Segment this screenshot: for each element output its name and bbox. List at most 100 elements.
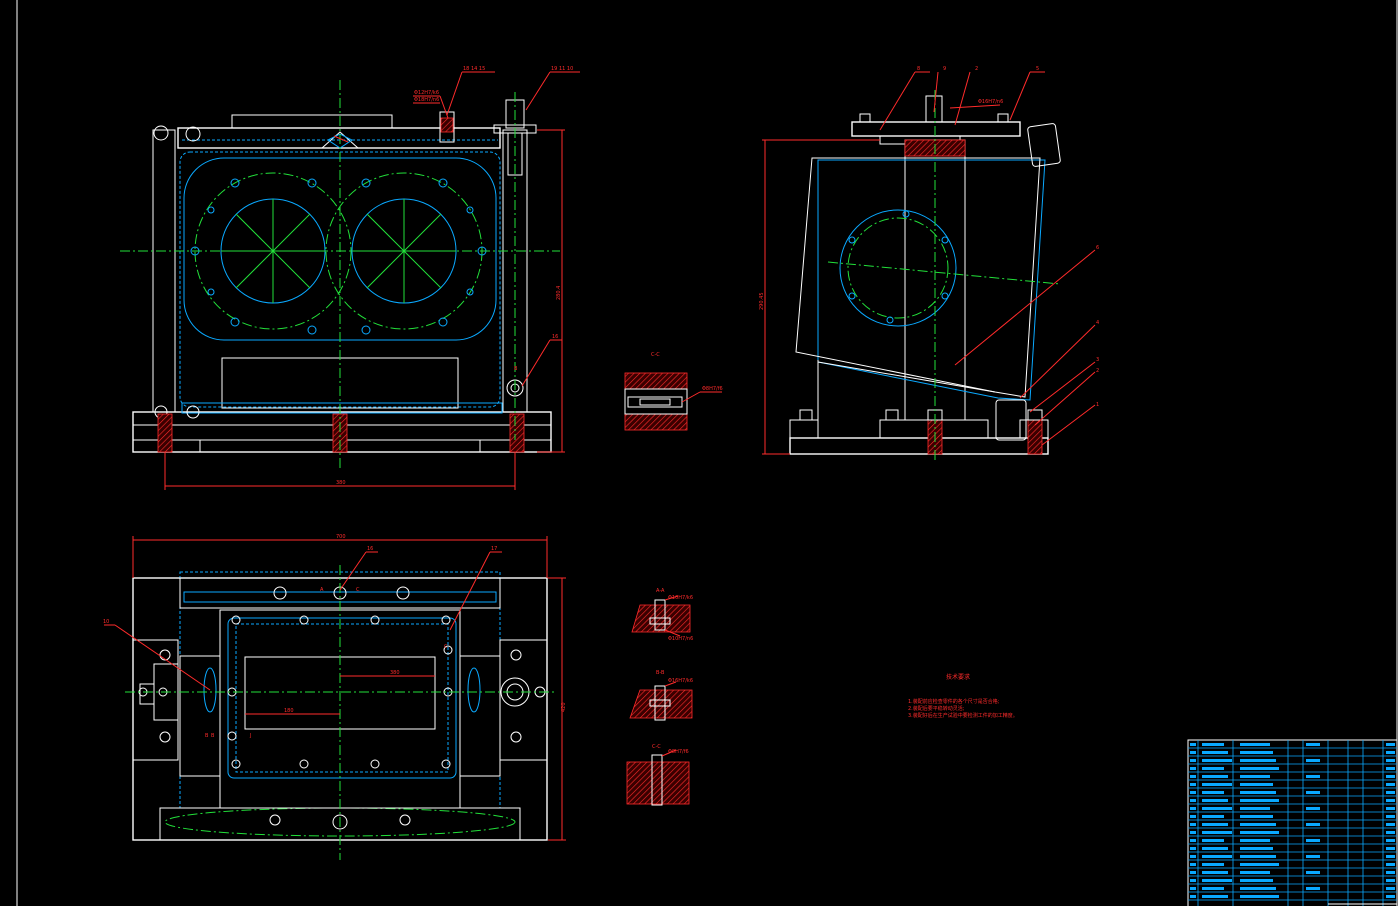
parts-list-mark xyxy=(1386,879,1395,882)
section-a-fit-bottom: Φ10H7/n6 xyxy=(668,636,693,642)
parts-list-mark xyxy=(1306,775,1320,778)
parts-list-mark xyxy=(1386,887,1395,890)
top-mark-jl: J xyxy=(249,733,251,739)
top-dim-inner2: 180 xyxy=(284,708,294,714)
parts-list-mark xyxy=(1386,783,1395,786)
parts-list-mark xyxy=(1386,759,1395,762)
section-detail-c xyxy=(626,749,690,806)
front-callout-b: 19 11 10 xyxy=(551,66,573,72)
parts-list-mark xyxy=(1190,831,1196,834)
parts-list-mark xyxy=(1386,775,1395,778)
parts-list-mark xyxy=(1190,887,1196,890)
parts-list-mark xyxy=(1202,887,1224,890)
notes-line-2: 2.装配后要平稳转动灵活; xyxy=(908,705,965,712)
parts-list-mark xyxy=(1190,815,1196,818)
parts-list-border xyxy=(1187,739,1398,906)
side-callout-r4: 2 xyxy=(1096,368,1099,374)
parts-list-mark xyxy=(1306,887,1320,890)
parts-list-mark xyxy=(1190,767,1196,770)
parts-list-mark xyxy=(1240,831,1279,834)
parts-list-mark xyxy=(1202,791,1224,794)
parts-list-mark xyxy=(1202,799,1228,802)
section-cc-title: C-C xyxy=(651,352,660,358)
parts-list-mark xyxy=(1202,863,1224,866)
section-c-title: C-C xyxy=(652,744,661,750)
top-callout-left: 10 xyxy=(103,619,109,625)
section-cc-fit: Φ8H7/f6 xyxy=(702,386,723,392)
parts-list-mark xyxy=(1190,759,1196,762)
parts-list-mark xyxy=(1202,823,1228,826)
top-width-dim: 700 xyxy=(336,534,346,540)
section-c-fit-top: Φ8H7/f6 xyxy=(668,749,689,755)
parts-list-mark xyxy=(1190,791,1196,794)
parts-list-mark xyxy=(1240,743,1270,746)
parts-list-mark xyxy=(1306,743,1320,746)
top-mark-c: C xyxy=(356,587,360,593)
section-cc-middle xyxy=(624,372,722,431)
parts-list-mark xyxy=(1190,799,1196,802)
parts-list-mark xyxy=(1190,783,1196,786)
parts-list-mark xyxy=(1240,799,1279,802)
parts-list-mark xyxy=(1386,743,1395,746)
section-detail-b xyxy=(629,681,693,721)
parts-list-mark xyxy=(1240,807,1270,810)
side-callout-r5: 1 xyxy=(1096,402,1099,408)
side-callout-4: 5 xyxy=(1036,66,1039,72)
parts-list-mark xyxy=(1190,775,1196,778)
parts-list-mark xyxy=(1386,815,1395,818)
front-fit-a: Φ12H7/k6 xyxy=(414,90,439,96)
parts-list-mark xyxy=(1240,895,1279,898)
section-a-title: A-A xyxy=(656,588,665,594)
parts-list-mark xyxy=(1202,783,1232,786)
parts-list-table xyxy=(1187,739,1398,906)
notes-title: 技术要求 xyxy=(946,673,970,681)
notes-line-3: 3.装配好后在生产试验中要检测工件的加工精度。 xyxy=(908,712,1018,719)
parts-list-mark xyxy=(1202,743,1224,746)
top-mark-a: A xyxy=(320,587,324,593)
parts-list-mark xyxy=(1306,855,1320,858)
parts-list-mark xyxy=(1202,855,1232,858)
section-a-fit-top: Φ10H7/k6 xyxy=(668,595,693,601)
top-height-dim: 420 xyxy=(561,702,567,712)
front-width-dim: 380 xyxy=(336,480,346,486)
parts-list-mark xyxy=(1240,871,1270,874)
parts-list-mark xyxy=(1306,839,1320,842)
parts-list-mark xyxy=(1240,815,1273,818)
parts-list-mark xyxy=(1240,847,1273,850)
parts-list-mark xyxy=(1306,759,1320,762)
parts-list-mark xyxy=(1386,863,1395,866)
parts-list-mark xyxy=(1240,839,1270,842)
parts-list-mark xyxy=(1386,791,1395,794)
parts-list-mark xyxy=(1240,775,1270,778)
parts-list-mark xyxy=(1240,855,1276,858)
side-callout-r2: 4 xyxy=(1096,320,1099,326)
parts-list-mark xyxy=(1190,871,1196,874)
parts-list-mark xyxy=(1190,743,1196,746)
top-callout-right: 17 xyxy=(491,546,497,552)
parts-list-mark xyxy=(1386,823,1395,826)
parts-list-mark xyxy=(1190,751,1196,754)
drawing-frame xyxy=(16,0,1398,906)
parts-list-mark xyxy=(1306,791,1320,794)
parts-list-mark xyxy=(1202,847,1228,850)
front-mark-b: B xyxy=(514,366,518,372)
side-view xyxy=(762,71,1096,460)
section-detail-a xyxy=(631,595,691,637)
front-callout-right: 16 xyxy=(552,334,558,340)
front-height-dim: 280.4 xyxy=(556,286,562,300)
side-callout-3: 2 xyxy=(975,66,978,72)
side-callout-2: 9 xyxy=(943,66,946,72)
section-b-fit-top: Φ16H7/k6 xyxy=(668,678,693,684)
parts-list-mark xyxy=(1306,871,1320,874)
parts-list-mark xyxy=(1190,823,1196,826)
top-mark-cr: C xyxy=(444,644,448,650)
parts-list-mark xyxy=(1240,759,1276,762)
parts-list-mark xyxy=(1306,823,1320,826)
parts-list-mark xyxy=(1240,863,1279,866)
parts-list-mark xyxy=(1306,807,1320,810)
parts-list-mark xyxy=(1202,815,1224,818)
parts-list-mark xyxy=(1386,871,1395,874)
notes-line-1: 1.装配前应检查零件的各个尺寸是否合格; xyxy=(908,698,1000,705)
parts-list-mark xyxy=(1202,807,1232,810)
